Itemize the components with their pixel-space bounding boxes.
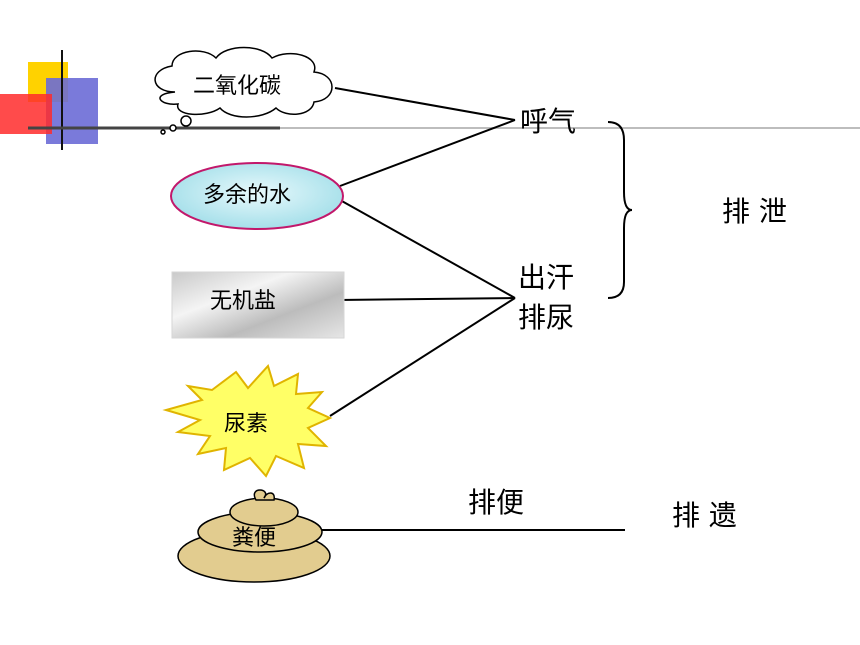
defecate-label: 排便 xyxy=(468,486,525,519)
salt-label: 无机盐 xyxy=(210,289,277,314)
line-water-to-breathe xyxy=(339,119,516,187)
line-urea-to-sweat xyxy=(329,297,516,417)
brace xyxy=(607,121,633,299)
breathe-label: 呼气 xyxy=(520,105,577,138)
line-salt-to-sweat xyxy=(337,297,516,301)
line-water-to-sweat xyxy=(339,199,516,299)
urea-label: 尿素 xyxy=(224,412,269,437)
sweat-label: 出汗 xyxy=(518,261,575,294)
excretion-category-label: 排 泄 xyxy=(722,195,787,228)
co2-label: 二氧化碳 xyxy=(193,74,282,99)
urinate-label: 排尿 xyxy=(518,301,575,334)
water-label: 多余的水 xyxy=(203,183,292,208)
line-co2-to-breathe xyxy=(334,87,516,121)
egestion-category-label: 排 遗 xyxy=(672,499,737,532)
feces-label: 粪便 xyxy=(232,526,277,551)
